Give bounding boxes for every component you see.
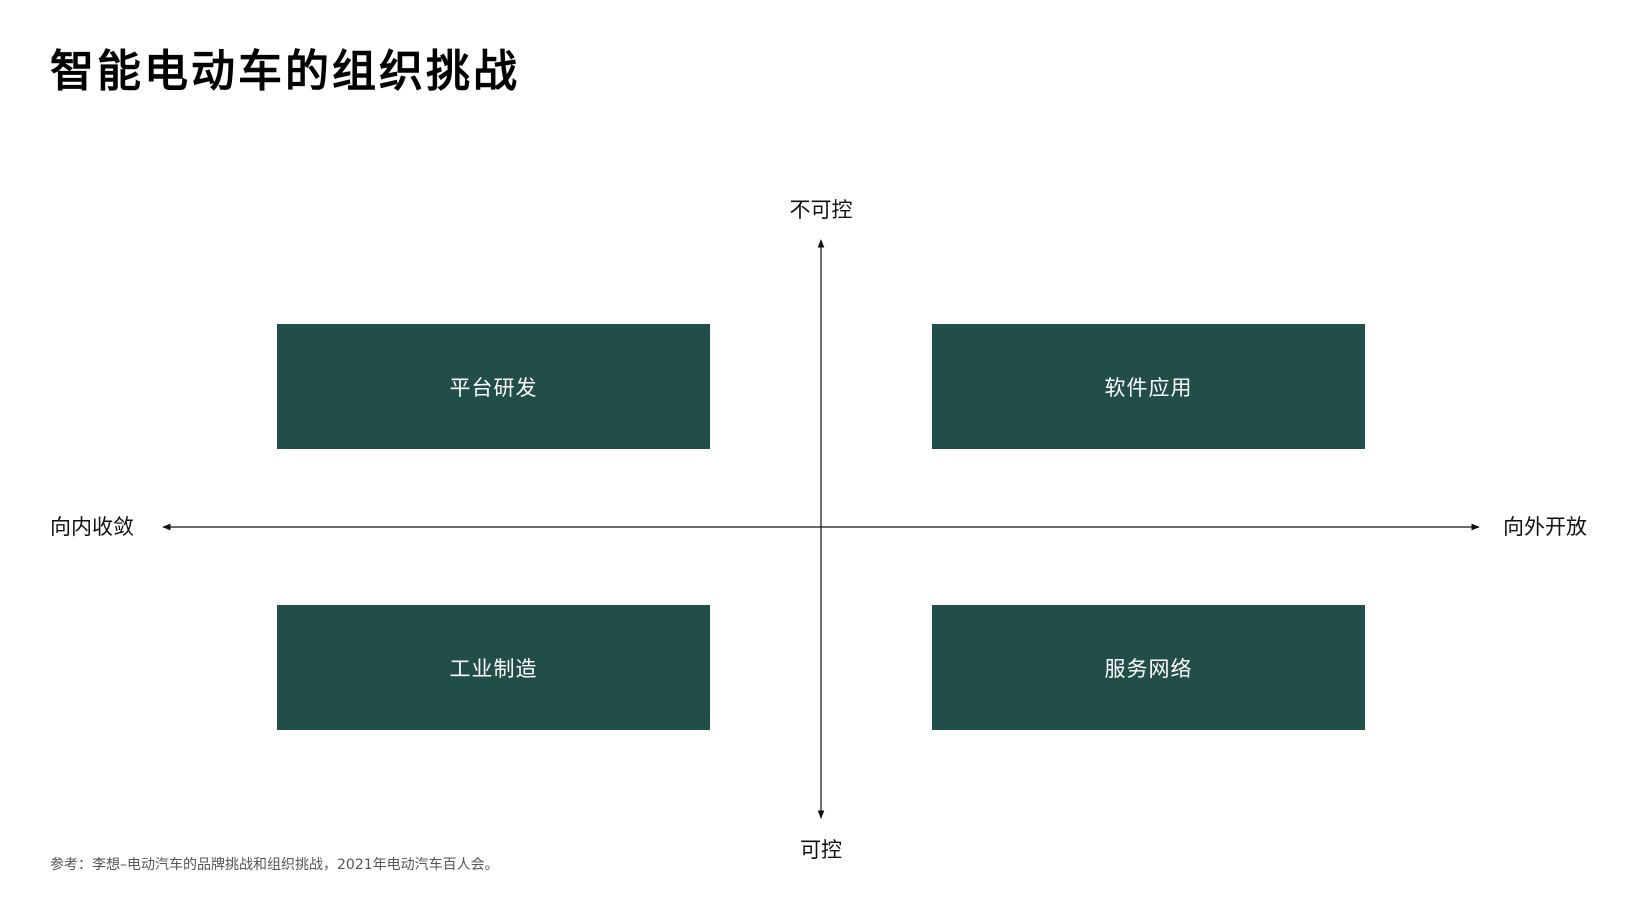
- axis-label-bottom: 可控: [800, 838, 842, 862]
- quadrant-label: 软件应用: [1104, 375, 1193, 400]
- quadrant-label: 平台研发: [449, 375, 538, 400]
- axis-label-right: 向外开放: [1503, 515, 1587, 539]
- quadrant-box-bottom-left: 工业制造: [277, 605, 710, 730]
- reference-footnote: 参考：李想–电动汽车的品牌挑战和组织挑战，2021年电动汽车百人会。: [50, 857, 499, 873]
- axis-label-left: 向内收敛: [50, 515, 134, 539]
- quadrant-box-top-left: 平台研发: [277, 324, 710, 449]
- quadrant-box-top-right: 软件应用: [932, 324, 1365, 449]
- page-title: 智能电动车的组织挑战: [50, 46, 520, 97]
- axis-label-top: 不可控: [789, 198, 853, 222]
- quadrant-label: 服务网络: [1104, 656, 1193, 681]
- quadrant-box-bottom-right: 服务网络: [932, 605, 1365, 730]
- quadrant-label: 工业制造: [449, 656, 538, 681]
